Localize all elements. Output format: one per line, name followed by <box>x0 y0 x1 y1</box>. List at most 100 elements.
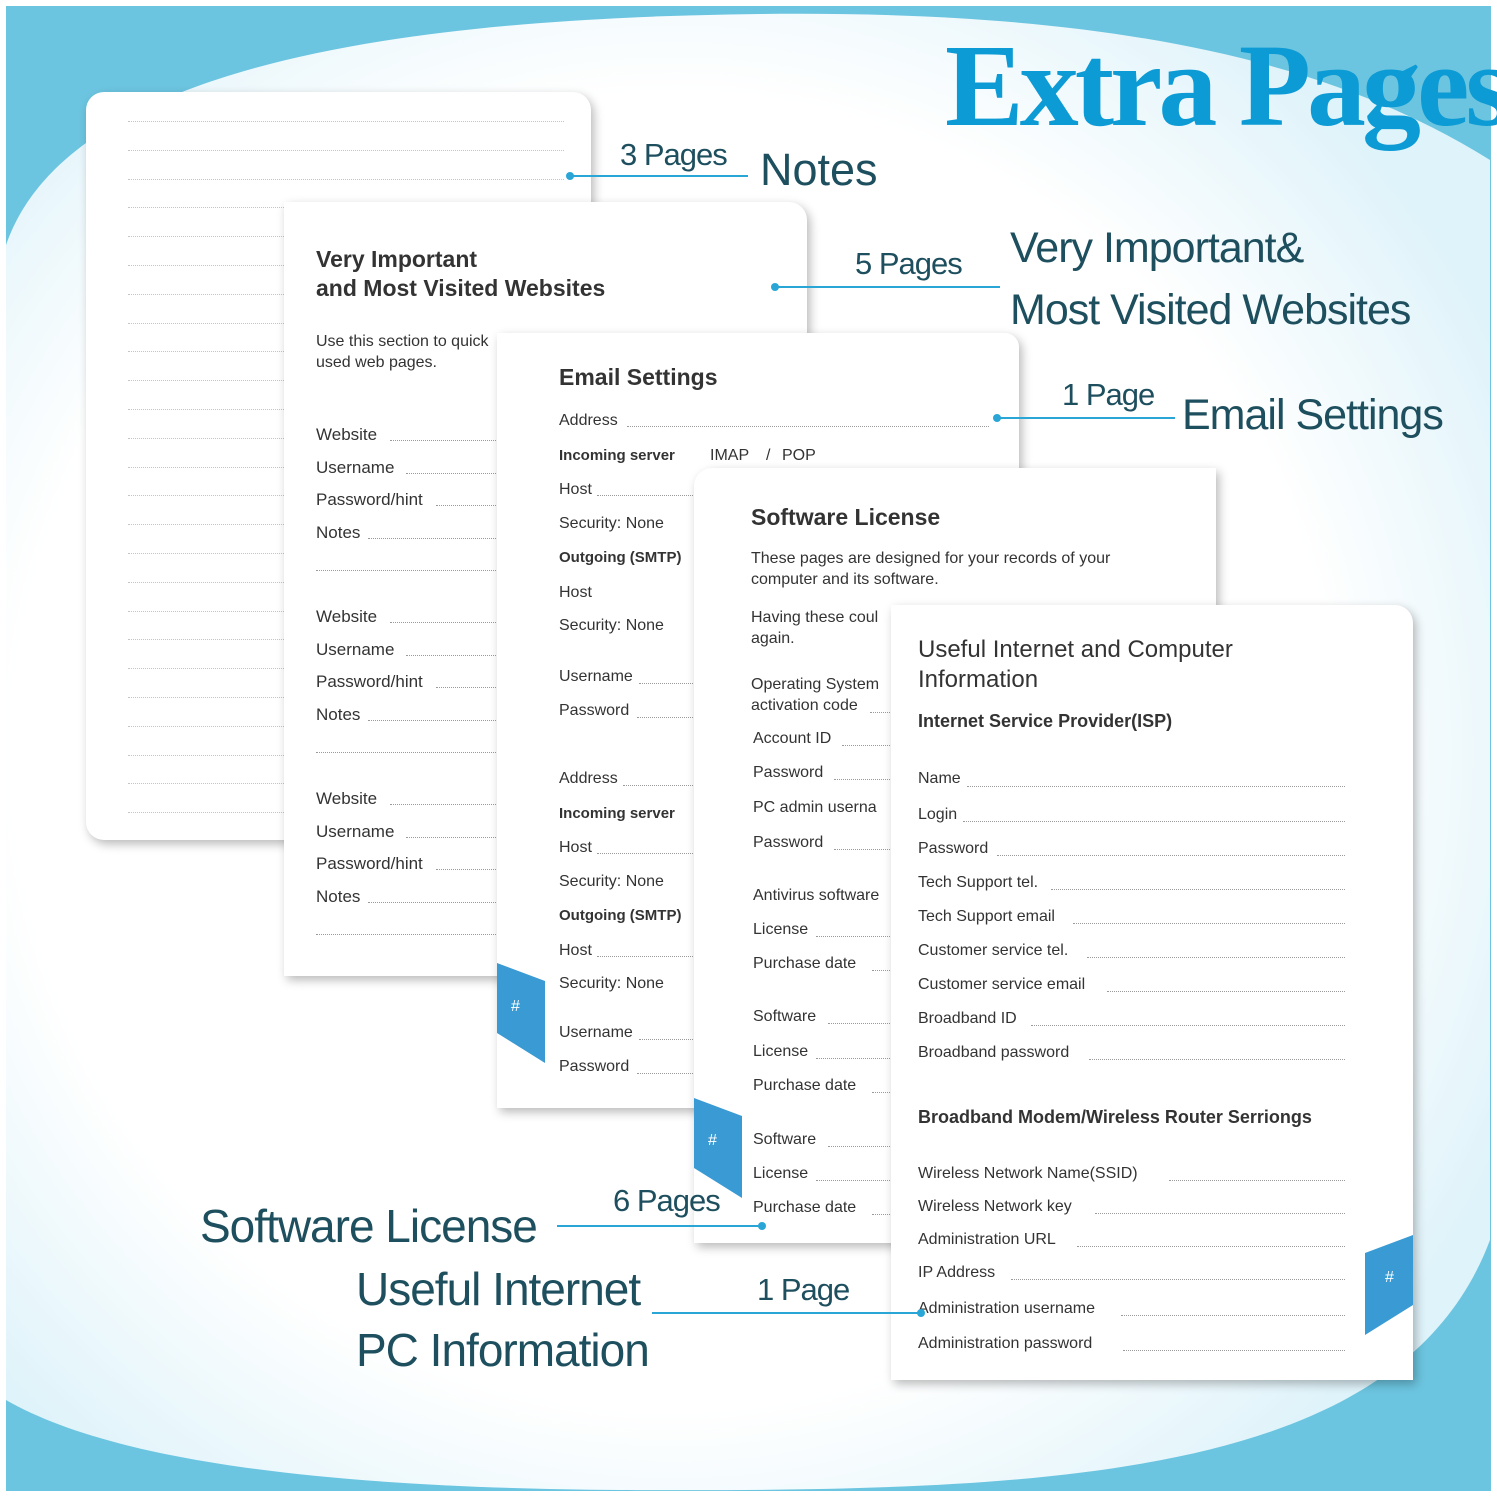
page-number: # <box>511 998 520 1015</box>
security-field: Security: None <box>559 515 664 532</box>
website-field: Website <box>316 789 378 808</box>
software-having-line1: Having these coul <box>751 609 879 626</box>
internet-info-page: # Useful Internet and Computer Informati… <box>891 605 1413 1380</box>
fill-line <box>872 1214 892 1215</box>
security-field: Security: None <box>559 975 664 992</box>
fill-line <box>1089 1059 1345 1060</box>
pop-option[interactable]: POP <box>782 447 816 464</box>
fill-line <box>1087 957 1345 958</box>
os-line2: activation code <box>751 697 858 714</box>
fill-line <box>639 1039 699 1040</box>
security-field: Security: None <box>559 873 664 890</box>
host-field: Host <box>559 839 592 856</box>
fill-line <box>1123 1350 1345 1351</box>
license-field: License <box>753 1043 809 1060</box>
notes-field: Notes <box>316 705 361 724</box>
page-number-tab <box>1365 1235 1413 1335</box>
admin-username-field: Administration username <box>918 1300 1095 1317</box>
username-field: Username <box>559 668 633 685</box>
license-field: License <box>753 921 809 938</box>
fill-line <box>597 495 697 496</box>
isp-heading-line2: Information <box>918 666 1039 693</box>
ruled-line <box>128 149 564 151</box>
fill-line <box>828 1023 892 1024</box>
fill-line <box>639 683 699 684</box>
fill-line <box>1095 1213 1345 1214</box>
fill-line <box>828 1146 892 1147</box>
internet-label-line1: Useful Internet <box>356 1263 641 1315</box>
admin-password-field: Administration password <box>918 1335 1093 1352</box>
username-field: Username <box>316 822 395 841</box>
antivirus-field: Antivirus software <box>753 887 880 904</box>
fill-line <box>637 717 697 718</box>
broadband-password-field: Broadband password <box>918 1044 1070 1061</box>
websites-intro-line1: Use this section to quick <box>316 333 489 350</box>
email-heading: Email Settings <box>559 364 718 390</box>
customer-service-tel-field: Customer service tel. <box>918 942 1069 959</box>
fill-line <box>1073 923 1345 924</box>
ip-address-field: IP Address <box>918 1264 996 1281</box>
isp-password-field: Password <box>918 840 989 857</box>
websites-count: 5 Pages <box>855 246 963 281</box>
fill-line <box>627 426 989 427</box>
websites-label-line1: Very Important& <box>1010 224 1304 272</box>
tech-support-tel-field: Tech Support tel. <box>918 874 1039 891</box>
address-field: Address <box>559 412 618 429</box>
option-separator: / <box>766 447 771 464</box>
purchase-date-field: Purchase date <box>753 1199 857 1216</box>
fill-line <box>816 1180 892 1181</box>
websites-label-line2: Most Visited Websites <box>1010 286 1411 334</box>
purchase-date-field: Purchase date <box>753 955 857 972</box>
outgoing-smtp-label: Outgoing (SMTP) <box>559 549 682 566</box>
password-field: Password <box>753 834 824 851</box>
fill-line <box>1077 1246 1345 1247</box>
security-field: Security: None <box>559 617 664 634</box>
isp-name-field: Name <box>918 770 961 787</box>
websites-heading-line2: and Most Visited Websites <box>316 275 606 301</box>
fill-line <box>834 779 892 780</box>
tech-support-email-field: Tech Support email <box>918 908 1055 925</box>
fill-line <box>597 853 697 854</box>
internet-label-line2: PC Information <box>356 1324 650 1376</box>
notes-count: 3 Pages <box>620 137 728 172</box>
internet-count: 1 Page <box>757 1272 850 1307</box>
password-field: Password <box>559 1058 630 1075</box>
fill-line <box>816 936 892 937</box>
website-field: Website <box>316 607 378 626</box>
software-having-line2: again. <box>751 630 795 647</box>
router-subheading: Broadband Modem/Wireless Router Serriong… <box>918 1107 1312 1127</box>
fill-line <box>597 956 697 957</box>
password-field: Password <box>559 702 630 719</box>
software-count: 6 Pages <box>613 1183 721 1218</box>
fill-line <box>963 821 1345 822</box>
fill-line <box>1169 1180 1345 1181</box>
broadband-id-field: Broadband ID <box>918 1010 1017 1027</box>
incoming-server-label: Incoming server <box>559 447 675 464</box>
page-number-tab <box>694 1098 742 1198</box>
admin-url-field: Administration URL <box>918 1231 1056 1248</box>
ruled-line <box>128 178 564 180</box>
license-field: License <box>753 1165 809 1182</box>
imap-option[interactable]: IMAP <box>710 447 750 464</box>
fill-line <box>1107 991 1345 992</box>
page-number: # <box>708 1132 717 1149</box>
customer-service-email-field: Customer service email <box>918 976 1086 993</box>
software-field: Software <box>753 1008 817 1025</box>
fill-line <box>872 1092 892 1093</box>
password-hint-field: Password/hint <box>316 672 423 691</box>
website-field: Website <box>316 425 378 444</box>
page-number-tab <box>497 963 545 1063</box>
main-title: Extra Pages <box>945 20 1497 151</box>
password-hint-field: Password/hint <box>316 854 423 873</box>
notes-field: Notes <box>316 887 361 906</box>
websites-heading-line1: Very Important <box>316 246 478 272</box>
fill-line <box>842 745 892 746</box>
software-field: Software <box>753 1131 817 1148</box>
purchase-date-field: Purchase date <box>753 1077 857 1094</box>
username-field: Username <box>316 640 395 659</box>
host-field: Host <box>559 584 592 601</box>
address-field: Address <box>559 770 618 787</box>
username-field: Username <box>559 1024 633 1041</box>
ruled-line <box>128 121 564 122</box>
password-hint-field: Password/hint <box>316 490 423 509</box>
